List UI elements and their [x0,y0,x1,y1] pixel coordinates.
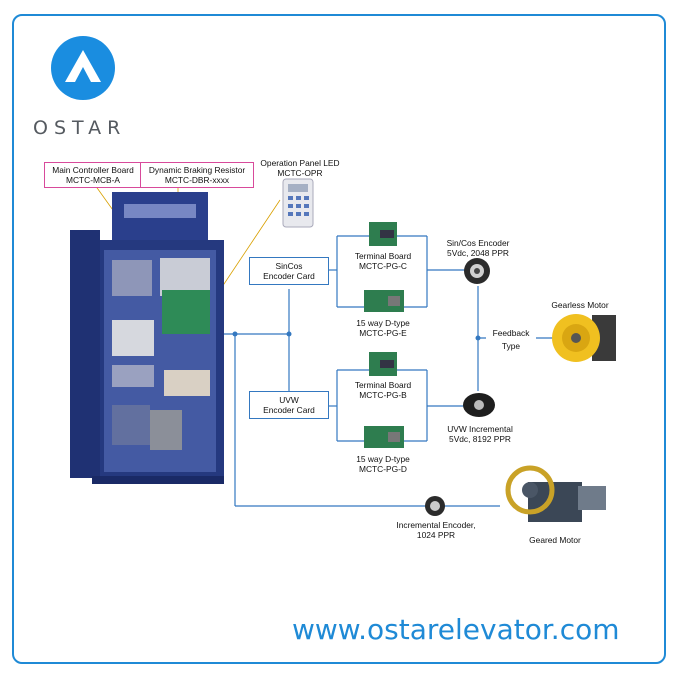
sincos-encoder [464,258,490,284]
page-frame [12,14,666,664]
brand-name: OSTAR [33,117,127,139]
gearless-motor-label: Gearless Motor [551,300,609,310]
website-url[interactable]: www.ostarelevator.com [292,613,620,646]
geared-motor-label: Geared Motor [529,535,581,545]
ostar-logo [51,36,115,100]
board-pg-d [364,426,404,448]
operation-panel [282,178,314,228]
control-cabinet [70,192,224,484]
board-pg-b [369,352,397,376]
incremental-encoder-label: Incremental Encoder,1024 PPR [396,520,476,540]
incremental-encoder [425,496,445,516]
uvw-encoder [463,393,495,417]
gearless-motor [552,314,616,362]
board-pg-e [364,290,404,312]
board-pg-c [369,222,397,246]
geared-motor [505,465,606,522]
